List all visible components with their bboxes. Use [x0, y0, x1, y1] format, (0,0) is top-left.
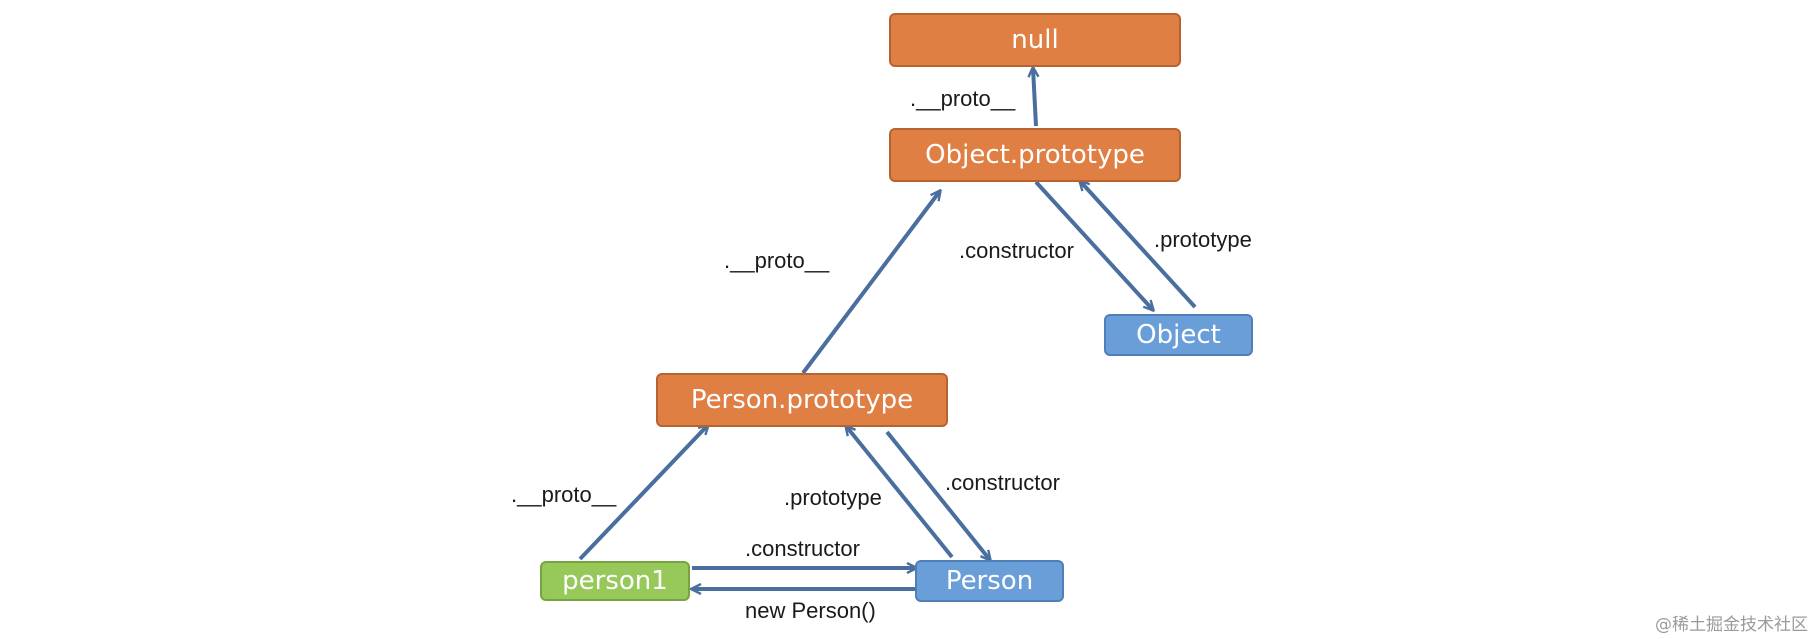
null-node: null	[889, 13, 1181, 67]
label-new-person: new Person()	[745, 598, 876, 623]
label-object-prototype-constructor: .constructor	[959, 238, 1074, 263]
arrow-person-prototype-to-object-prototype	[801, 191, 940, 375]
object-prototype-node: Object.prototype	[889, 128, 1181, 182]
person-prototype-node: Person.prototype	[656, 373, 948, 427]
label-person-prototype: .prototype	[784, 485, 882, 510]
person-node: Person	[915, 560, 1064, 602]
label-person-prototype-constructor: .constructor	[945, 470, 1060, 495]
arrow-person-prototype-to-person	[885, 430, 990, 560]
arrow-object-to-object-prototype	[1080, 181, 1197, 309]
person1-node: person1	[540, 561, 690, 601]
label-person1-proto: .__proto__	[511, 482, 617, 507]
watermark: @稀土掘金技术社区	[1655, 615, 1808, 635]
arrow-person1-to-person-prototype	[578, 425, 708, 561]
label-person-prototype-proto: .__proto__	[724, 248, 830, 273]
arrow-person-to-person-prototype	[846, 426, 954, 559]
label-person1-constructor: .constructor	[745, 536, 860, 561]
arrow-object-prototype-to-null	[1033, 68, 1036, 127]
label-object-prototype-proto: .__proto__	[910, 86, 1016, 111]
object-node: Object	[1104, 314, 1253, 356]
arrow-object-prototype-to-object	[1034, 180, 1153, 310]
label-object-prototype: .prototype	[1154, 227, 1252, 252]
